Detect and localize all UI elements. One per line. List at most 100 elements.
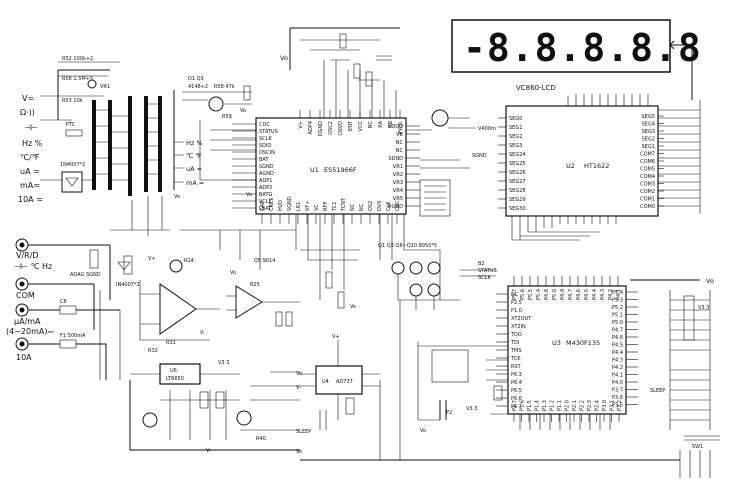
sw-temp: ℃ ℉ — [186, 152, 202, 160]
switch-labels: Hz % ℃ ℉ uA ≂ mA ≂ — [173, 90, 204, 190]
r56-label: R56 1.5M+5 — [62, 76, 93, 82]
pin-label: TC1 — [332, 202, 338, 212]
opamp-2: R25 Q5 9014 Vo — [226, 258, 300, 327]
chip-u4: U4 AD737 V+ — [300, 334, 380, 430]
pin-label: P5.6 — [520, 289, 526, 300]
pin-label: XT2OUT — [511, 316, 532, 322]
pin-label: VCC — [358, 120, 364, 131]
pin-label: P6.3 — [511, 372, 522, 378]
pin-label: P4.5 — [584, 289, 590, 300]
opamp-vcc: V+ — [148, 256, 156, 262]
r29-label: Q5 9014 — [254, 258, 275, 264]
net-sleep-psu: SLEEP — [296, 429, 311, 435]
pin-label: OS2 — [368, 201, 374, 211]
c32-label: P2 — [446, 410, 452, 416]
pin-label: VR4 — [393, 188, 403, 194]
pin-label: SEG3 — [642, 129, 655, 135]
sw1-label: SW1 — [692, 444, 703, 450]
vr1-label: VR1 — [100, 84, 110, 90]
terminal-com-note: ADAG SGND — [70, 272, 101, 278]
range-switch-wiring: R52 100k+2 R56 1.5M+5 VR1 R53 10k PTC 1N… — [40, 56, 180, 236]
r58-label: R58 47k — [214, 84, 235, 90]
pin-label: SEG29 — [509, 197, 526, 203]
u6-part: LT6650 — [166, 376, 184, 382]
net-vo-u3: Vo — [420, 428, 426, 434]
lcd-display: -8.8.8.8.8 VC860-LCD — [451, 19, 701, 100]
pin-label: P1.3 — [542, 400, 548, 411]
range-v: V≂ — [22, 94, 34, 103]
pin-label: VR1 — [393, 164, 403, 170]
terminal-10a-label: 10A — [16, 353, 32, 362]
pin-label: NC — [396, 140, 404, 146]
pin-label: TMS — [510, 348, 522, 354]
pin-label: CLK — [386, 201, 392, 211]
pin-label: DVX — [377, 200, 383, 211]
pin-label: P5.3 — [612, 298, 623, 304]
pin-label: P5.0 — [552, 289, 558, 300]
pin-label: NC — [350, 203, 356, 211]
top-mid-cluster: D1 Q3 4148+2 R58 47k R59 Vo — [182, 76, 256, 181]
in4007-label: IN4007*2 — [116, 282, 140, 288]
u4-part: AD737 — [336, 379, 353, 385]
u1-right-aux: V400m SGND — [406, 109, 496, 217]
pin-label: P5.1 — [612, 313, 623, 319]
pin-label: LR1 — [296, 202, 302, 211]
lcd-bus — [567, 94, 701, 214]
pin-label: HVD — [278, 200, 284, 211]
pin-label: VR5 — [393, 196, 403, 202]
pin-label: VR3 — [393, 180, 403, 186]
pin-label: SEG2 — [509, 134, 522, 140]
u3-crystal-area: P2 V3.3 Vo — [417, 342, 508, 434]
opamp-vss: V- — [200, 330, 205, 336]
pin-label: P4.6 — [576, 289, 582, 300]
pin-label: SGND — [259, 164, 274, 170]
pin-label: COM7 — [640, 152, 655, 158]
pin-label: P4.3 — [600, 289, 606, 300]
net-vo-bar: Vo — [246, 192, 252, 198]
net-v400: V400m — [478, 126, 496, 132]
net-sgnd: SGND — [472, 153, 487, 159]
pin-label: P4.6 — [612, 335, 623, 341]
f2-label: F1 500mA — [60, 333, 86, 339]
pin-label: NC — [359, 203, 365, 211]
pin-label: SEG25 — [509, 161, 526, 167]
pin-label: VF+ — [305, 201, 311, 212]
pin-label: P1.4 — [535, 400, 541, 411]
pin-label: P4.4 — [592, 289, 598, 300]
pin-label: COM2 — [640, 189, 655, 195]
pin-label: P4.7 — [568, 289, 574, 300]
net-vo-mid: Vo — [240, 108, 246, 114]
lcd-caption: VC860-LCD — [516, 84, 556, 92]
pin-label: VDDO — [388, 124, 403, 130]
terminal-cap-label: ⊣⊢ ℃ Hz — [14, 262, 52, 271]
pin-label: SEG2 — [642, 137, 655, 143]
pin-label: XT2IN — [511, 324, 526, 330]
net-v33-u3: V3.3 — [466, 406, 477, 412]
pin-label: P5.0 — [612, 320, 623, 326]
r59-label: R59 — [222, 114, 232, 120]
terminal-com-label: COM — [16, 291, 35, 300]
pin-label: AGND — [259, 171, 274, 177]
pin-label: OSC2 — [328, 121, 334, 135]
pin-label: P6.5 — [511, 388, 522, 394]
pin-label: COM6 — [640, 159, 655, 165]
pin-label: SEG1 — [642, 144, 655, 150]
net-vo-sw: Vo — [174, 194, 180, 200]
pin-label: P3.2 — [617, 400, 623, 411]
pin-label: P4.5 — [612, 343, 623, 349]
pin-label: SEG26 — [509, 170, 526, 176]
u2-ref: U2 — [566, 162, 575, 170]
pin-label: PVOL — [398, 121, 404, 134]
pin-label: COM4 — [640, 174, 655, 180]
r35-label: R32 — [148, 348, 158, 354]
pin-label: P2.5 — [511, 300, 522, 306]
net-v33-right: V3.3 — [698, 305, 709, 311]
pin-label: SEG4 — [642, 122, 655, 128]
input-protection: IN4007*2 — [89, 229, 170, 380]
